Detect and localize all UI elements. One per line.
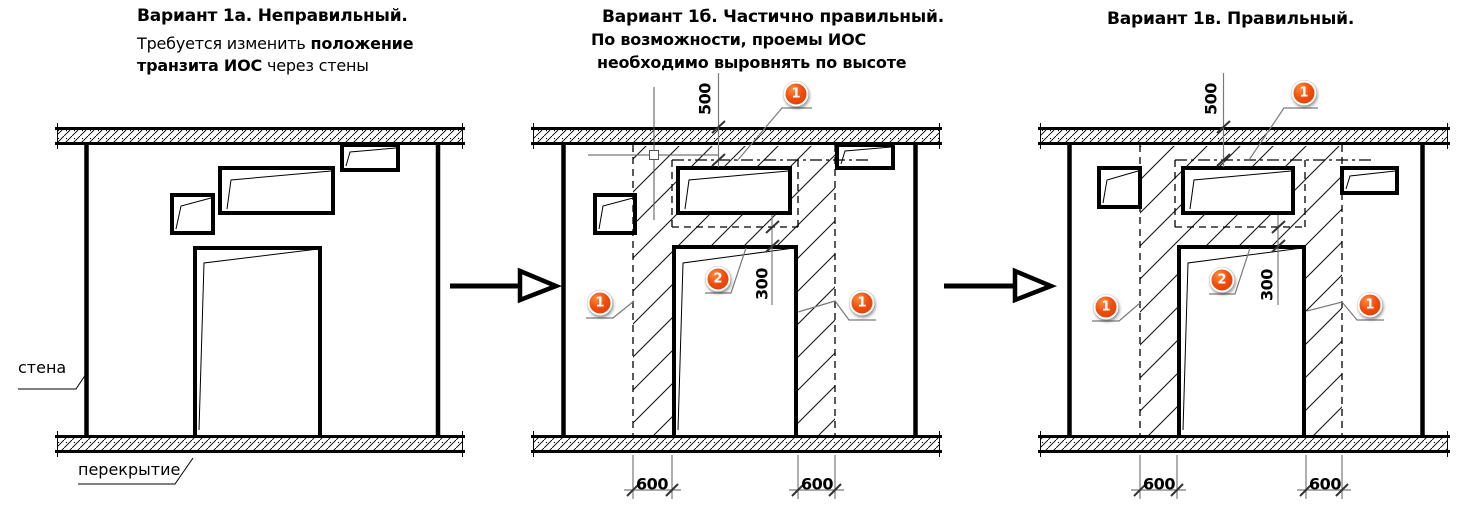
small-opening xyxy=(1097,166,1142,209)
door-opening xyxy=(193,246,322,435)
note-bold: положение xyxy=(310,34,414,53)
window-opening xyxy=(676,166,792,215)
panel-1b-note-line2: необходимо выровнять по высоте xyxy=(597,53,907,72)
panel-1a-title: Вариант 1а. Неправильный. xyxy=(137,6,408,26)
small-opening xyxy=(593,193,637,235)
marker-1-badge: 1 xyxy=(587,290,613,316)
bottom-slab xyxy=(55,431,465,457)
window-opening xyxy=(1181,166,1295,215)
note-regular: через стены xyxy=(262,56,369,75)
panel-1a-note-line1: Требуется изменить положение xyxy=(137,34,414,53)
panel-1b-note-line1: По возможности, проемы ИОС xyxy=(591,30,867,49)
dimension-500 xyxy=(1216,73,1231,167)
dim-500-text: 500 xyxy=(695,83,715,115)
dimension-500 xyxy=(711,73,726,167)
panel-1b-drawing xyxy=(531,73,942,499)
panel-1b-title: Вариант 1б. Частично правильный. xyxy=(602,7,944,27)
dimension-300 xyxy=(1271,215,1286,305)
dimension-600-right xyxy=(789,455,844,499)
marker-1-badge: 1 xyxy=(849,290,875,316)
transform-arrow xyxy=(944,267,1058,304)
zone-boundary-dashed xyxy=(632,145,868,435)
marker-leaders xyxy=(1092,107,1384,322)
wall-label-leader xyxy=(18,373,87,390)
window-opening xyxy=(218,166,335,215)
panel-1a-drawing xyxy=(18,123,465,485)
dimension-300 xyxy=(765,215,780,305)
dim-300-text: 300 xyxy=(1257,269,1277,301)
dimension-600-right xyxy=(1297,455,1351,499)
note-regular: Требуется изменить xyxy=(137,34,311,53)
dim-600-text: 600 xyxy=(801,474,833,494)
transform-arrow xyxy=(450,267,563,304)
dim-300-text: 300 xyxy=(752,268,772,300)
dim-600-text: 600 xyxy=(1143,474,1175,494)
corner-opening xyxy=(835,143,895,170)
dimension-600-left xyxy=(624,455,681,499)
marker-1-badge: 1 xyxy=(783,81,809,107)
marker-2-badge: 2 xyxy=(1209,267,1235,293)
marker-leaders xyxy=(586,107,876,321)
panel-1a-note-line2: транзита ИОС через стены xyxy=(137,56,369,75)
bottom-slab xyxy=(1038,431,1450,457)
dimension-600-left xyxy=(1131,455,1186,499)
panel-1v-title: Вариант 1в. Правильный. xyxy=(1107,9,1355,29)
wall-label: стена xyxy=(18,358,67,377)
note-bold: транзита ИОС xyxy=(137,56,263,75)
dim-600-text: 600 xyxy=(636,474,668,494)
corner-opening xyxy=(1340,166,1399,195)
dim-500-text: 500 xyxy=(1201,83,1221,115)
top-slab xyxy=(55,123,465,149)
door-opening xyxy=(672,245,798,435)
marker-1-badge: 1 xyxy=(1093,294,1119,320)
slab-label-leader xyxy=(78,457,194,485)
zone-boundary-dashed xyxy=(1139,145,1372,435)
corner-opening xyxy=(340,143,400,172)
panel-1v-drawing xyxy=(1038,73,1450,499)
bottom-slab xyxy=(531,431,942,457)
small-opening xyxy=(170,193,215,235)
dim-600-text: 600 xyxy=(1309,474,1341,494)
slab-label: перекрытие xyxy=(78,460,181,479)
top-slab xyxy=(1038,123,1450,149)
marker-1-badge: 1 xyxy=(1357,292,1383,318)
marker-2-badge: 2 xyxy=(705,266,731,292)
crosshair-cursor xyxy=(588,87,719,220)
marker-1-badge: 1 xyxy=(1291,80,1317,106)
